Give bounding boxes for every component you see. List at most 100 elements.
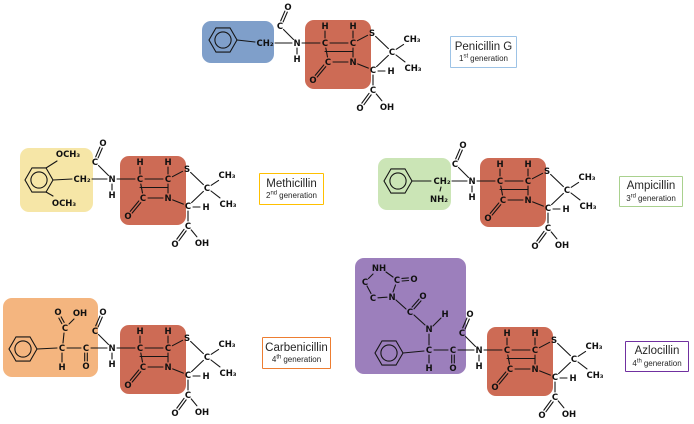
benzene-ring — [8, 336, 38, 362]
atom-label: O — [538, 411, 545, 421]
atom-label: O — [284, 3, 291, 13]
atom-label: C — [350, 39, 356, 49]
atom-label: C — [185, 222, 191, 232]
atom-label: S — [184, 334, 190, 344]
atom-label: H — [569, 374, 576, 384]
bonds — [45, 146, 221, 242]
atom-label: C — [59, 344, 65, 354]
atom-label: O — [531, 242, 538, 252]
atom-label: O — [99, 308, 106, 318]
atom-label: C — [394, 276, 400, 286]
generation-number: 1 — [459, 54, 464, 64]
atom-label: OH — [73, 309, 87, 319]
generation-word: generation — [279, 191, 317, 201]
atom-label: S — [544, 167, 550, 177]
sidechain-highlight — [3, 298, 98, 377]
atom-label: O — [54, 308, 61, 318]
benzene-ring — [208, 27, 238, 53]
atom-label: H — [475, 362, 482, 372]
atom-label: H — [468, 193, 475, 203]
atom-label: C — [545, 204, 551, 214]
atom-label: OH — [555, 241, 569, 251]
atom-label: H — [136, 327, 143, 337]
atom-label: H — [496, 160, 503, 170]
atom-label: N — [108, 344, 115, 354]
generation-ordinal: st — [463, 53, 469, 60]
atom-label: C — [407, 308, 413, 318]
molecule-name: Penicillin G — [454, 40, 513, 53]
molecule-name: Azlocillin — [634, 345, 680, 358]
atom-label: H — [349, 22, 356, 32]
atom-label: O — [410, 275, 417, 285]
generation-ordinal: th — [636, 357, 642, 364]
molecule-name: Carbenicillin — [265, 341, 328, 354]
generation-number: 2 — [266, 191, 271, 201]
atom-label: H — [531, 329, 538, 339]
atom-label: OH — [195, 408, 209, 418]
generation-ordinal: rd — [630, 192, 636, 199]
atom-label: N — [425, 325, 432, 335]
atom-label: H — [58, 363, 65, 373]
atom-label: C — [137, 175, 143, 185]
atom-label: N — [531, 365, 538, 375]
atom-label: C — [370, 66, 376, 76]
atom-label: H — [136, 158, 143, 168]
benzene-ring — [383, 168, 413, 194]
generation-word: generation — [637, 193, 676, 203]
atom-label: C — [185, 391, 191, 401]
atom-label: C — [140, 363, 146, 373]
generation-number: 4 — [632, 358, 637, 368]
atom-label: C — [62, 324, 68, 334]
generation-word: generation — [643, 358, 682, 368]
atom-label: O — [171, 409, 178, 419]
atom-label: C — [389, 48, 395, 58]
atom-label: C — [532, 346, 538, 356]
atom-label: O — [82, 362, 89, 372]
atom-label: C — [140, 194, 146, 204]
atom-label: H — [202, 203, 209, 213]
atom-label: CH₃ — [578, 173, 595, 183]
atom-label: C — [426, 346, 432, 356]
atom-label: CH₂ — [73, 175, 90, 185]
atom-label: C — [525, 177, 531, 187]
atom-label: N — [349, 58, 356, 68]
atom-label: C — [322, 39, 328, 49]
atom-label: C — [137, 344, 143, 354]
atom-label: CH₃ — [404, 64, 421, 74]
atom-label: C — [204, 184, 210, 194]
atom-label: H — [202, 372, 209, 382]
atom-label: CH₃ — [586, 371, 603, 381]
atom-label: OH — [562, 410, 576, 420]
atom-label: C — [452, 160, 458, 170]
atom-label: C — [500, 196, 506, 206]
atom-label: NH — [372, 264, 386, 274]
atom-label: H — [441, 310, 448, 320]
atom-label: CH₃ — [219, 369, 236, 379]
bonds — [411, 148, 581, 244]
atom-label: CH₃ — [218, 171, 235, 181]
atom-label: OH — [195, 239, 209, 249]
atom-label: C — [325, 58, 331, 68]
generation-number: 4 — [271, 355, 277, 365]
atom-label: C — [459, 329, 465, 339]
atom-label: OH — [380, 103, 394, 113]
atom-label: H — [387, 67, 394, 77]
atom-label: N — [468, 177, 475, 187]
atom-label: C — [504, 346, 510, 356]
atom-label: N — [524, 196, 531, 206]
atom-label: O — [484, 214, 491, 224]
